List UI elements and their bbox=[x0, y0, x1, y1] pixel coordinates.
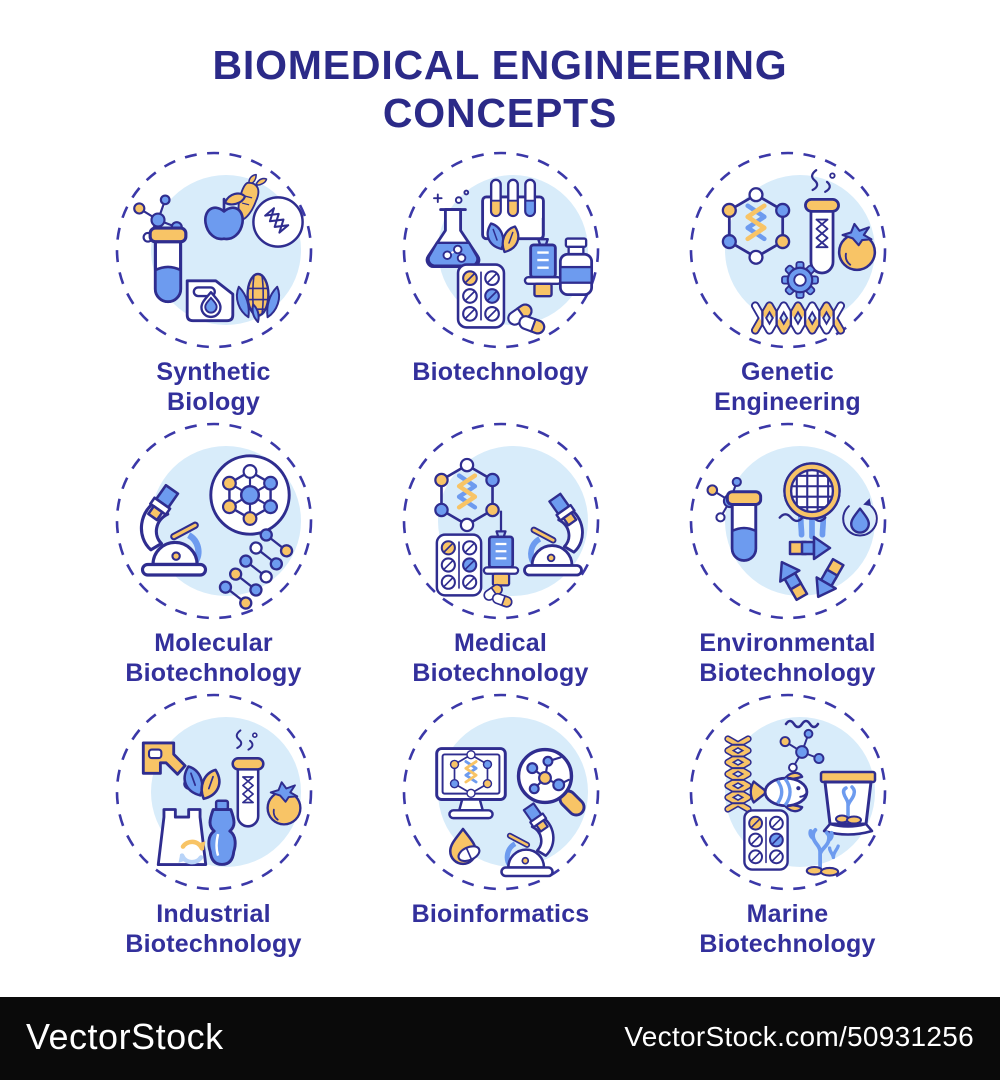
pill-blister-icon bbox=[742, 809, 789, 871]
drop-pill-icon bbox=[448, 827, 480, 866]
dashed-circle-border bbox=[115, 422, 312, 620]
dashed-circle-border bbox=[689, 422, 886, 620]
syringe-icon bbox=[523, 217, 562, 298]
plastic-bottle-icon bbox=[206, 799, 237, 866]
watermark-bar: VectorStock VectorStock.com/50931256 bbox=[0, 997, 1000, 1080]
watermark-brand: VectorStock bbox=[26, 1015, 224, 1057]
biotechnology-illustration bbox=[402, 151, 599, 349]
leaves-icon bbox=[486, 222, 519, 254]
molecule-icon bbox=[132, 194, 183, 243]
concept-label: Environmental Biotechnology bbox=[699, 629, 876, 687]
capsules-icon bbox=[506, 303, 545, 335]
monitor-icon bbox=[434, 747, 507, 820]
dna-helix-icon bbox=[750, 301, 845, 335]
molecule-circle-icon bbox=[208, 454, 291, 536]
genetic-engineering-illustration bbox=[689, 151, 886, 349]
dashed-circle-border bbox=[115, 693, 312, 891]
concept-card-industrial-biotechnology: Industrial Biotechnology bbox=[70, 688, 357, 959]
drop-recycle-icon bbox=[841, 498, 878, 537]
concept-card-synthetic-biology: Synthetic Biology bbox=[70, 146, 357, 417]
dna-tube-icon bbox=[803, 197, 840, 275]
concept-label: Medical Biotechnology bbox=[412, 629, 589, 687]
dashed-circle-border bbox=[689, 151, 886, 349]
concept-label: Biotechnology bbox=[412, 358, 589, 386]
dots-dna-icon bbox=[218, 528, 293, 610]
microscope-icon bbox=[522, 492, 584, 577]
concepts-grid: Synthetic Biology Biotechnology Genetic bbox=[70, 146, 931, 959]
concept-label: Marine Biotechnology bbox=[699, 900, 876, 958]
hex-dna-molecule-icon bbox=[721, 187, 790, 265]
steam-icon bbox=[235, 729, 258, 751]
tomato-icon bbox=[837, 222, 876, 272]
recycle-arrows-icon bbox=[778, 535, 845, 602]
pump-nozzle-icon bbox=[141, 741, 196, 790]
concept-card-medical-biotechnology: Medical Biotechnology bbox=[357, 417, 644, 688]
coral-icon bbox=[805, 828, 840, 877]
recycle-circle-icon bbox=[178, 839, 205, 865]
watermark-url: VectorStock.com/50931256 bbox=[624, 1020, 974, 1052]
apple-icon bbox=[203, 192, 246, 241]
corn-icon bbox=[235, 272, 280, 324]
medical-biotechnology-illustration bbox=[402, 422, 599, 620]
sample-pack-icon bbox=[819, 770, 876, 836]
steam-icon bbox=[810, 169, 836, 193]
test-tube-icon bbox=[725, 490, 762, 562]
concept-label: Synthetic Biology bbox=[156, 358, 271, 416]
molecular-biotechnology-illustration bbox=[115, 422, 312, 620]
concept-label: Molecular Biotechnology bbox=[125, 629, 302, 687]
concept-card-environmental-biotechnology: Environmental Biotechnology bbox=[644, 417, 931, 688]
fish-icon bbox=[749, 771, 808, 813]
environmental-biotechnology-illustration bbox=[689, 422, 886, 620]
concept-card-bioinformatics: Bioinformatics bbox=[357, 688, 644, 959]
dashed-circle-border bbox=[402, 422, 599, 620]
gear-icon bbox=[780, 261, 819, 299]
bioinformatics-illustration bbox=[402, 693, 599, 891]
test-tube-icon bbox=[148, 226, 187, 304]
concept-card-biotechnology: Biotechnology bbox=[357, 146, 644, 417]
pill-blister-icon bbox=[456, 263, 505, 329]
microscope-icon bbox=[139, 483, 207, 577]
tube-rack-icon bbox=[480, 178, 545, 241]
hex-dna-molecule-icon bbox=[433, 457, 500, 533]
background-blob bbox=[724, 175, 875, 325]
concept-card-molecular-biotechnology: Molecular Biotechnology bbox=[70, 417, 357, 688]
concept-label: Genetic Engineering bbox=[714, 358, 861, 416]
sieve-icon bbox=[778, 462, 841, 540]
capsules-icon bbox=[482, 583, 512, 608]
concept-label: Bioinformatics bbox=[411, 900, 590, 928]
dashed-circle-border bbox=[402, 151, 599, 349]
dna-helix-yellow-icon bbox=[723, 735, 752, 813]
dashed-circle-border bbox=[402, 693, 599, 891]
molecule-icon bbox=[779, 728, 824, 773]
pill-blister-icon bbox=[435, 533, 482, 597]
canister-icon bbox=[185, 279, 234, 323]
concept-card-marine-biotechnology: Marine Biotechnology bbox=[644, 688, 931, 959]
dna-tube-icon bbox=[230, 757, 265, 828]
plastic-bag-icon bbox=[156, 808, 207, 867]
syringe-icon bbox=[482, 510, 519, 587]
industrial-biotechnology-illustration bbox=[115, 693, 312, 891]
concept-card-genetic-engineering: Genetic Engineering bbox=[644, 146, 931, 417]
medicine-bottle-icon bbox=[558, 237, 593, 297]
wave-icon bbox=[784, 719, 819, 729]
flask-icon bbox=[425, 189, 480, 269]
dna-circle-icon bbox=[251, 196, 304, 248]
tomato-icon bbox=[265, 781, 302, 826]
microscope-icon bbox=[499, 802, 555, 878]
magnifier-icon bbox=[516, 747, 585, 817]
concept-label: Industrial Biotechnology bbox=[125, 900, 302, 958]
leaves-icon bbox=[182, 765, 221, 801]
synthetic-biology-illustration bbox=[115, 151, 312, 349]
marine-biotechnology-illustration bbox=[689, 693, 886, 891]
poster-title: BIOMEDICAL ENGINEERING CONCEPTS bbox=[212, 42, 788, 136]
dashed-circle-border bbox=[115, 151, 312, 349]
dashed-circle-border bbox=[689, 693, 886, 891]
